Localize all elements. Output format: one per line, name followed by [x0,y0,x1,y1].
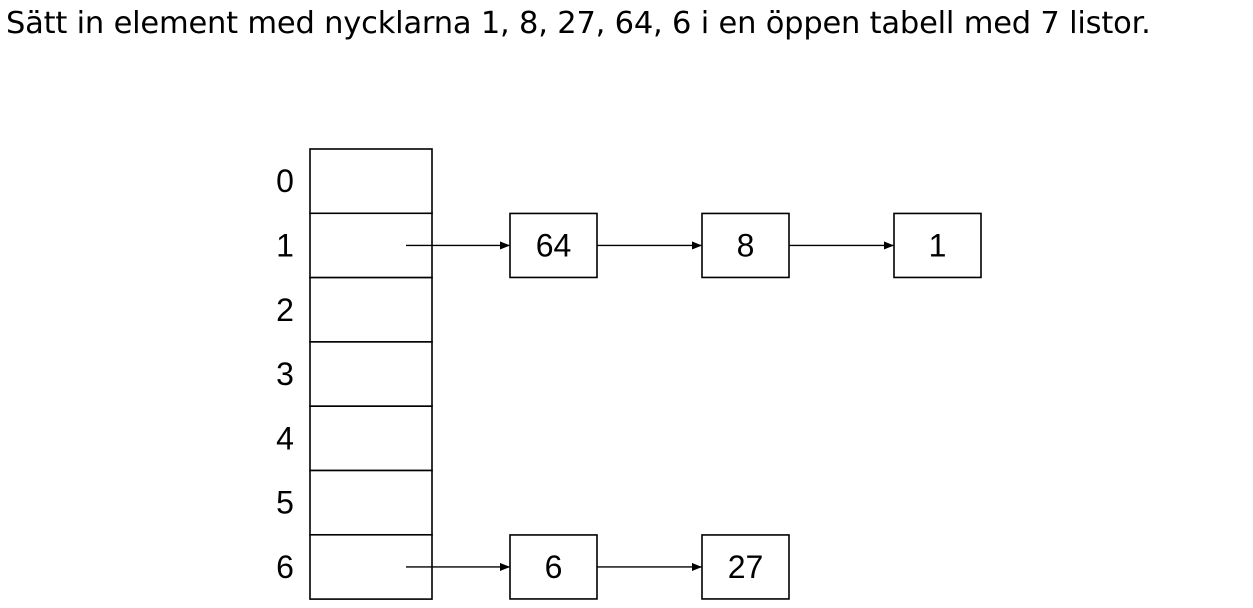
table-cell [309,405,433,472]
chains: 64 8 1 6 27 [406,212,982,600]
table-cell [309,341,433,407]
list-node [509,534,598,600]
slot-index-label: 2 [276,292,294,328]
table-cell [309,148,433,215]
slot-index-label: 0 [276,163,294,199]
exercise-heading: Sätt in element med nycklarna 1, 8, 27, … [6,6,1151,41]
list-node [509,212,598,279]
node-key-label: 6 [545,549,563,585]
slot-index-label: 3 [276,356,294,392]
node-key-label: 27 [728,549,764,585]
list-node [701,534,790,600]
slot-index-label: 1 [276,227,294,263]
node-key-label: 64 [536,227,572,263]
node-key-label: 8 [737,227,755,263]
slot-index-label: 5 [276,485,294,521]
node-key-label: 1 [929,227,947,263]
hash-table: 0 1 2 3 4 5 6 [276,148,433,600]
list-node [893,212,982,279]
table-cell [309,276,433,343]
slot-index-label: 4 [276,420,294,456]
slot-index-label: 6 [276,549,294,585]
table-cell [309,469,433,536]
